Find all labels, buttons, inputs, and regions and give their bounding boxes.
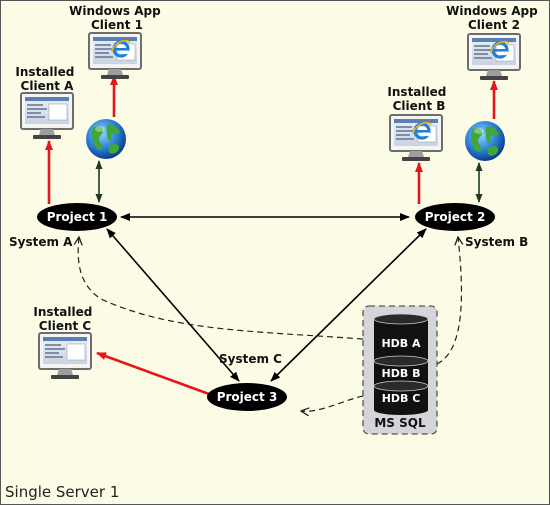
link-p2-p3 — [270, 228, 427, 382]
globe-icon — [465, 121, 505, 161]
red-link-p3-clientC — [96, 351, 210, 396]
database-cylinder-icon — [373, 380, 429, 415]
windows-app-client-1-label: Windows App Client 1 — [69, 4, 165, 32]
system-a-label: System A — [9, 235, 73, 249]
db-link-hdbc-p3 — [301, 395, 364, 411]
svg-text:Project 2: Project 2 — [425, 210, 486, 224]
installed-client-b-monitor — [389, 114, 443, 162]
ms-sql-label: MS SQL — [374, 416, 426, 430]
installed-client-b-label: Installed Client B — [387, 85, 450, 113]
project-2-node: Project 2 — [415, 203, 495, 231]
link-p1-p3 — [106, 228, 240, 382]
svg-text:Project 3: Project 3 — [217, 390, 278, 404]
db-link-hdba-p1 — [78, 237, 364, 340]
footer-title: Single Server 1 — [5, 483, 119, 501]
installed-client-a-monitor — [20, 92, 74, 140]
project-3-node: Project 3 — [207, 383, 287, 411]
hdb-a-label: HDB A — [381, 337, 421, 350]
installed-client-c-label: Installed Client C — [33, 305, 96, 333]
system-c-label: System C — [219, 352, 282, 366]
installed-client-a-label: Installed Client A — [15, 65, 78, 93]
db-link-hdbb-p2 — [436, 237, 461, 365]
globe-icon — [86, 119, 126, 159]
ms-sql-container: HDB A HDB B HDB C MS SQL — [362, 305, 438, 435]
hdb-c-label: HDB C — [382, 392, 421, 405]
windows-app-client-1-monitor — [88, 32, 142, 80]
windows-app-client-2-monitor — [467, 33, 521, 81]
project-1-node: Project 1 — [37, 203, 117, 231]
windows-app-client-2-label: Windows App Client 2 — [446, 4, 542, 32]
hdb-b-label: HDB B — [382, 367, 421, 380]
svg-text:Project 1: Project 1 — [47, 210, 108, 224]
installed-client-c-monitor — [38, 332, 92, 380]
system-b-label: System B — [465, 235, 528, 249]
